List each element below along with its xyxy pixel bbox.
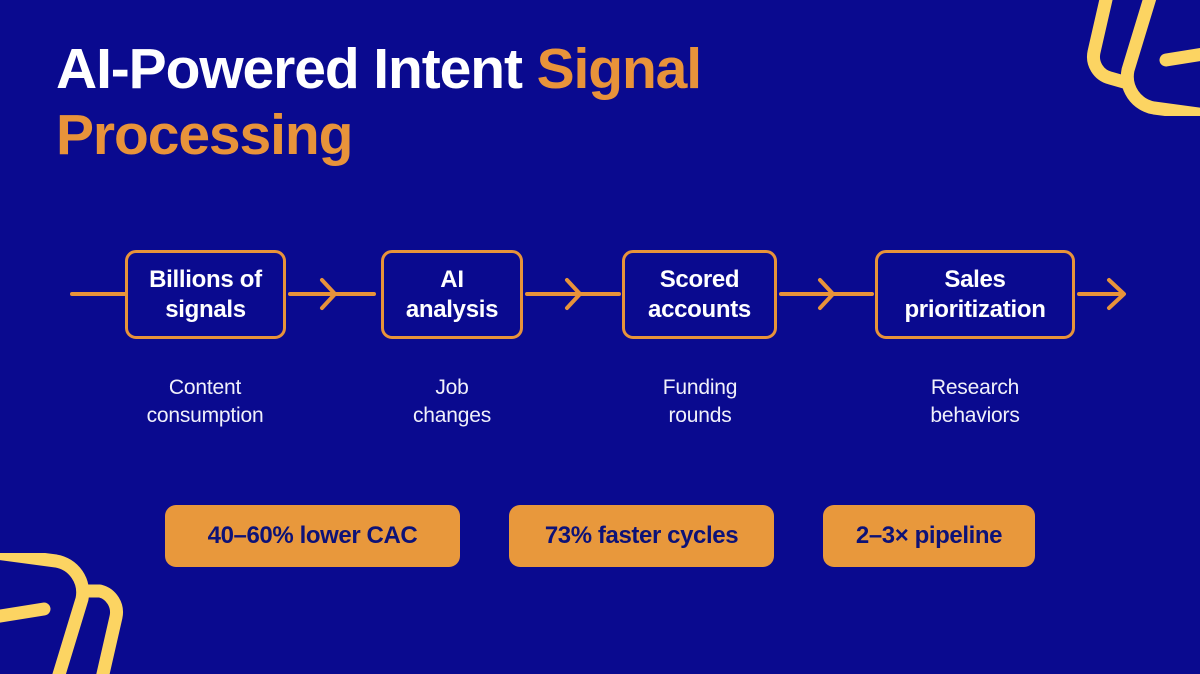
caption-line1: Research (930, 376, 1020, 399)
flow-node-label: Sales prioritization (896, 265, 1053, 324)
metric-badge-label: 2–3× pipeline (855, 522, 1003, 549)
paperclip-top-right-icon (1064, 0, 1200, 121)
flow-node-label: Billions of signals (141, 265, 270, 324)
title-part-accent: Signal (536, 37, 703, 101)
flow-node-line1: Sales (944, 265, 1006, 293)
flow-node-line2: analysis (405, 295, 499, 323)
metrics-row: 40–60% lower CAC 73% faster cycles 2–3× … (0, 505, 1200, 567)
metric-badge-pipeline[interactable]: 2–3× pipeline (823, 505, 1035, 567)
flow-node-line1: Scored (659, 265, 740, 293)
flow-connector-line-1 (288, 292, 376, 296)
title-part-accent-2: Processing (56, 103, 353, 168)
flow-caption-funding-rounds: Funding rounds (600, 374, 800, 430)
flow-rail-end (1077, 292, 1125, 296)
flow-node-scored-accounts[interactable]: Scored accounts (622, 250, 777, 339)
flow-node-line1: Billions of (149, 265, 262, 293)
flow-arrowhead-1 (318, 276, 340, 312)
flow-node-ai-analysis[interactable]: AI analysis (381, 250, 523, 339)
flow-node-line1: AI (440, 265, 464, 293)
flow-caption-content-consumption: Content consumption (105, 374, 305, 430)
flow-arrowhead-2 (563, 276, 585, 312)
flow-node-billions-of-signals[interactable]: Billions of signals (125, 250, 286, 339)
metric-badge-faster-cycles[interactable]: 73% faster cycles (509, 505, 774, 567)
flow-arrowhead-3 (816, 276, 838, 312)
caption-line2: consumption (146, 403, 264, 427)
caption-line2: changes (413, 403, 491, 427)
caption-line2: behaviors (930, 403, 1020, 427)
flow-node-line2: accounts (648, 295, 751, 323)
flow-node-label: AI analysis (398, 265, 506, 324)
metric-badge-label: 73% faster cycles (544, 522, 739, 549)
caption-line1: Funding (662, 376, 738, 399)
flow-node-sales-prioritization[interactable]: Sales prioritization (875, 250, 1075, 339)
flow-connector-line-2 (525, 292, 621, 296)
paperclip-bottom-left-icon (0, 546, 142, 674)
caption-line1: Content (168, 376, 242, 399)
flow-arrowhead-end (1104, 276, 1126, 312)
caption-line2: rounds (668, 403, 732, 427)
flow-caption-research-behaviors: Research behaviors (875, 374, 1075, 430)
process-flow-diagram: Billions of signals AI analysis (0, 250, 1200, 340)
flow-node-line2: signals (165, 295, 246, 323)
flow-node-line2: prioritization (904, 295, 1046, 323)
flow-connector-line-3 (779, 292, 874, 296)
flow-rail-start (70, 292, 128, 296)
flow-caption-job-changes: Job changes (352, 374, 552, 430)
flow-node-label: Scored accounts (640, 265, 759, 324)
metric-badge-label: 40–60% lower CAC (207, 522, 418, 549)
title-part-white: AI-Powered Intent (56, 37, 537, 101)
metric-badge-lower-cac[interactable]: 40–60% lower CAC (165, 505, 460, 567)
caption-line1: Job (435, 376, 469, 399)
